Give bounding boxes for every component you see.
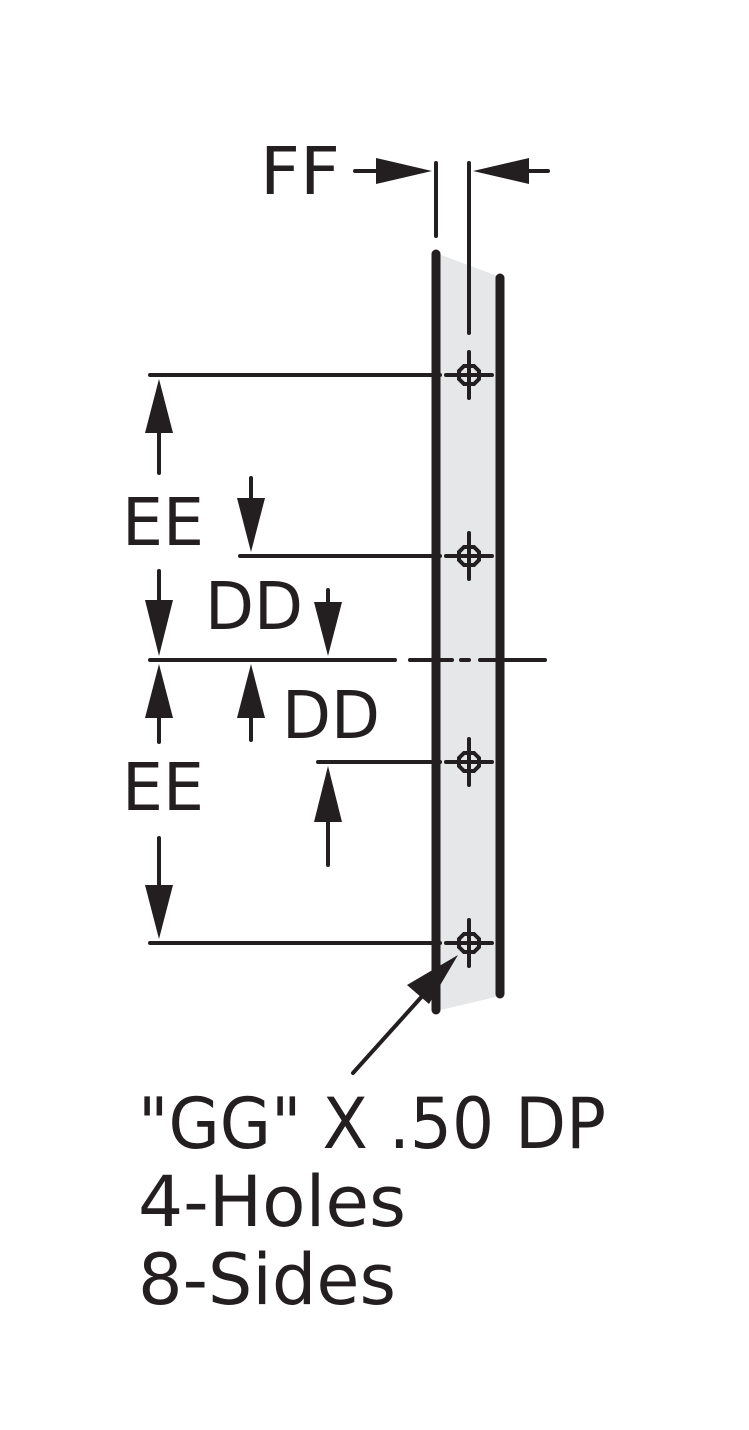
hole-symbol [444, 918, 494, 968]
arrowhead [314, 602, 342, 656]
hole-symbol [444, 737, 494, 787]
note-line-3: 8-Sides [138, 1239, 396, 1321]
arrowhead [237, 498, 265, 552]
extension-lines [148, 373, 442, 945]
leader-line [351, 991, 427, 1075]
dd-top-label: DD [205, 568, 303, 645]
dd-bottom-dimension: DD [237, 664, 380, 867]
hole-symbol [444, 350, 494, 400]
note-line-2: 4-Holes [138, 1161, 406, 1243]
arrowhead [407, 955, 458, 1004]
part-face-shading [436, 253, 500, 1011]
hole-symbol [444, 531, 494, 581]
arrowhead [145, 885, 173, 939]
ff-label: FF [260, 133, 340, 210]
arrowhead [145, 664, 173, 718]
ee-top-label: EE [122, 484, 204, 561]
arrowhead [145, 379, 173, 433]
note-line-1: "GG" X .50 DP [138, 1083, 606, 1165]
arrowhead [376, 158, 432, 184]
hole-callout-leader [351, 955, 458, 1075]
ee-top-dimension: EE [122, 379, 204, 656]
hole-callout-note: "GG" X .50 DP 4-Holes 8-Sides [138, 1083, 606, 1321]
ee-bottom-label: EE [122, 749, 204, 826]
ff-dimension: FF [260, 133, 550, 335]
arrowhead [145, 600, 173, 656]
arrowhead [473, 158, 529, 184]
part-side-view [431, 249, 505, 1015]
arrowhead [237, 664, 265, 718]
dd-bottom-label: DD [282, 677, 380, 754]
dd-top-dimension: DD [205, 476, 342, 656]
arrowhead [314, 766, 342, 822]
ee-bottom-dimension: EE [122, 664, 204, 939]
